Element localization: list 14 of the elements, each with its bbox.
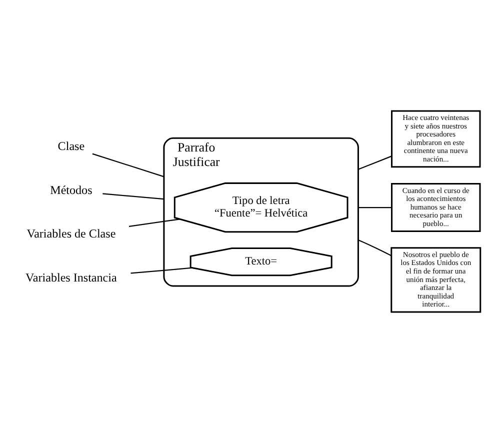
node-box: Hace cuatro veintenas y siete años nuestros procesadores alumbraron en este continente una nueva nación... bbox=[391, 110, 481, 168]
node-text: Variables Instancia bbox=[26, 270, 117, 284]
node-box: Nosotros el pueblo de los Estados Unidos con el fin de formar una unión más perfecta, afianzar la tranquilidad interior... bbox=[390, 247, 482, 313]
connector bbox=[92, 153, 164, 178]
node-text: Métodos bbox=[50, 182, 92, 197]
node-box: Cuando en el curso de los acontecimientos humanos se hace necesario para un pueblo... bbox=[391, 183, 481, 232]
node-text: Variables de Clase bbox=[26, 226, 116, 241]
node-text: Clase bbox=[58, 139, 85, 154]
connector bbox=[358, 206, 392, 208]
connector bbox=[130, 267, 192, 274]
connector bbox=[358, 156, 392, 170]
connector bbox=[102, 193, 164, 200]
connector bbox=[358, 239, 392, 256]
connector bbox=[128, 218, 180, 228]
